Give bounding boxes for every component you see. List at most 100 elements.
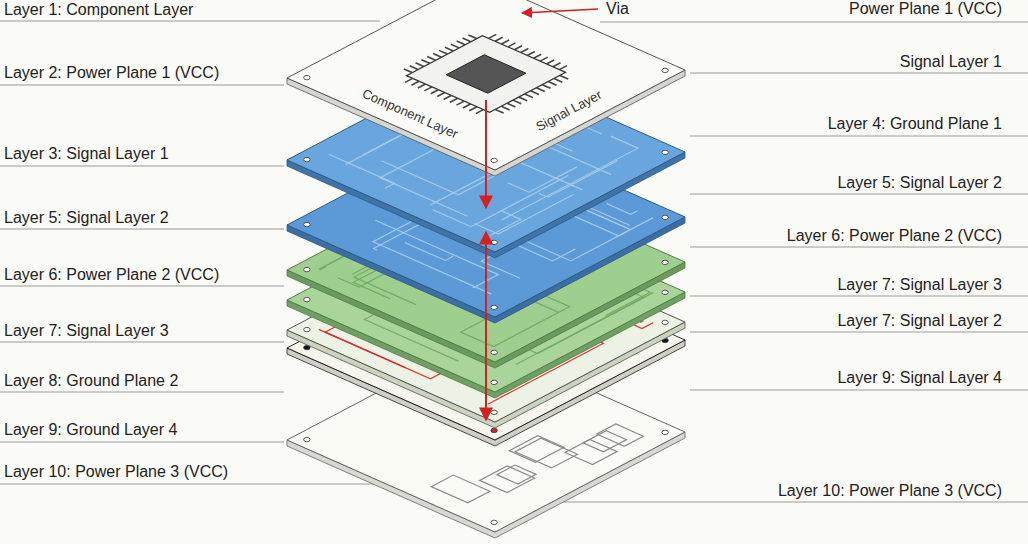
chip-pin	[416, 63, 424, 67]
mounting-hole	[491, 158, 497, 162]
chip-pin	[469, 107, 477, 111]
layer-label: Layer 9: Signal Layer 4	[837, 369, 1002, 387]
trace	[329, 154, 395, 188]
chip-pin	[451, 44, 459, 48]
board-stack	[287, 0, 685, 538]
layer-label: Layer 10: Power Plane 3 (VCC)	[4, 463, 228, 481]
plane-outline	[583, 431, 626, 452]
leader-line	[690, 194, 1028, 195]
chip-pin	[507, 103, 515, 107]
leader-line	[690, 247, 1028, 248]
leader-line	[0, 21, 380, 22]
mounting-hole	[662, 215, 668, 219]
leader-lines	[0, 21, 1028, 502]
chip-pin	[525, 94, 533, 98]
leader-line	[556, 502, 1028, 503]
leader-line	[0, 229, 284, 230]
leader-line	[0, 484, 382, 485]
chip-pin	[513, 100, 521, 104]
mounting-hole	[662, 68, 668, 72]
trace	[508, 167, 577, 192]
trace	[575, 216, 628, 235]
leader-line	[0, 392, 284, 393]
mounting-hole	[491, 240, 497, 244]
mounting-hole	[304, 75, 310, 79]
mounting-hole	[304, 267, 310, 271]
chip-pin	[427, 57, 435, 61]
trace	[539, 161, 617, 198]
chip-pin	[463, 104, 471, 108]
chip-pin	[527, 51, 535, 55]
layer-label: Layer 1: Component Layer	[4, 1, 193, 19]
leader-line	[690, 332, 1028, 333]
via-label: Via	[606, 0, 629, 18]
chip-pin	[411, 81, 419, 85]
via-arrow	[485, 100, 487, 208]
chip-pin	[463, 38, 471, 42]
leader-line	[690, 296, 1028, 297]
chip-pin	[495, 109, 503, 113]
layer-label: Layer 9: Ground Layer 4	[4, 421, 177, 439]
chip-pin	[456, 101, 464, 105]
chip-pin	[476, 110, 484, 114]
layer-label: Layer 2: Power Plane 1 (VCC)	[4, 64, 219, 82]
leader-line	[0, 442, 284, 443]
leader-line	[0, 166, 284, 167]
leader-line	[0, 85, 284, 86]
mounting-hole	[304, 222, 310, 226]
mounting-hole	[491, 520, 497, 524]
chip-pin	[445, 47, 453, 51]
chip-pin	[548, 82, 556, 86]
leader-line	[0, 342, 284, 343]
trace	[474, 195, 573, 235]
plane-outline	[431, 475, 490, 503]
layer-label: Layer 4: Ground Plane 1	[828, 115, 1002, 133]
chip-pin	[514, 46, 522, 50]
chip-pin	[553, 63, 561, 67]
chip-pin	[421, 60, 429, 64]
chip-pin	[444, 95, 452, 99]
plane-outline	[509, 436, 564, 463]
plane-outline	[597, 424, 644, 446]
trace	[491, 211, 521, 235]
chip-pin	[418, 84, 426, 88]
mounting-hole	[491, 380, 497, 384]
chip-pin	[559, 66, 567, 70]
trace	[433, 176, 569, 227]
chip-pin	[424, 87, 432, 91]
chip-pin	[521, 49, 529, 53]
via-pointer	[522, 9, 598, 13]
leader-line	[690, 136, 1028, 137]
trace	[607, 204, 638, 215]
chip-pin	[540, 57, 548, 61]
layer-label: Layer 5: Signal Layer 2	[837, 174, 1002, 192]
leader-line	[0, 286, 284, 287]
chip-pin	[508, 43, 516, 47]
chip-pin	[536, 88, 544, 92]
plane-outline	[497, 465, 536, 484]
chip-pin	[501, 106, 509, 110]
chip-pin	[542, 85, 550, 89]
mounting-hole	[662, 320, 668, 324]
chip-pin	[437, 93, 445, 97]
layer-label: Layer 10: Power Plane 3 (VCC)	[778, 482, 1002, 500]
mounting-hole	[662, 260, 668, 264]
chip-pin	[405, 78, 413, 82]
via-arrow	[485, 232, 487, 420]
trace	[405, 243, 454, 261]
plane-outline	[515, 438, 577, 468]
mounting-hole	[304, 297, 310, 301]
via-path	[486, 9, 598, 420]
layer-label: Layer 3: Signal Layer 1	[4, 145, 169, 163]
leader-line	[600, 22, 1028, 23]
chip-pin	[433, 53, 441, 57]
chip-pin	[519, 97, 527, 101]
mounting-hole	[662, 290, 668, 294]
board-text: Component Layer	[359, 85, 461, 143]
layer-label: Layer 7: Signal Layer 3	[4, 322, 169, 340]
layer-label: Signal Layer 1	[900, 53, 1002, 71]
chip-pin	[431, 90, 439, 94]
chip-pin	[554, 78, 562, 82]
layer-label: Layer 5: Signal Layer 2	[4, 209, 169, 227]
